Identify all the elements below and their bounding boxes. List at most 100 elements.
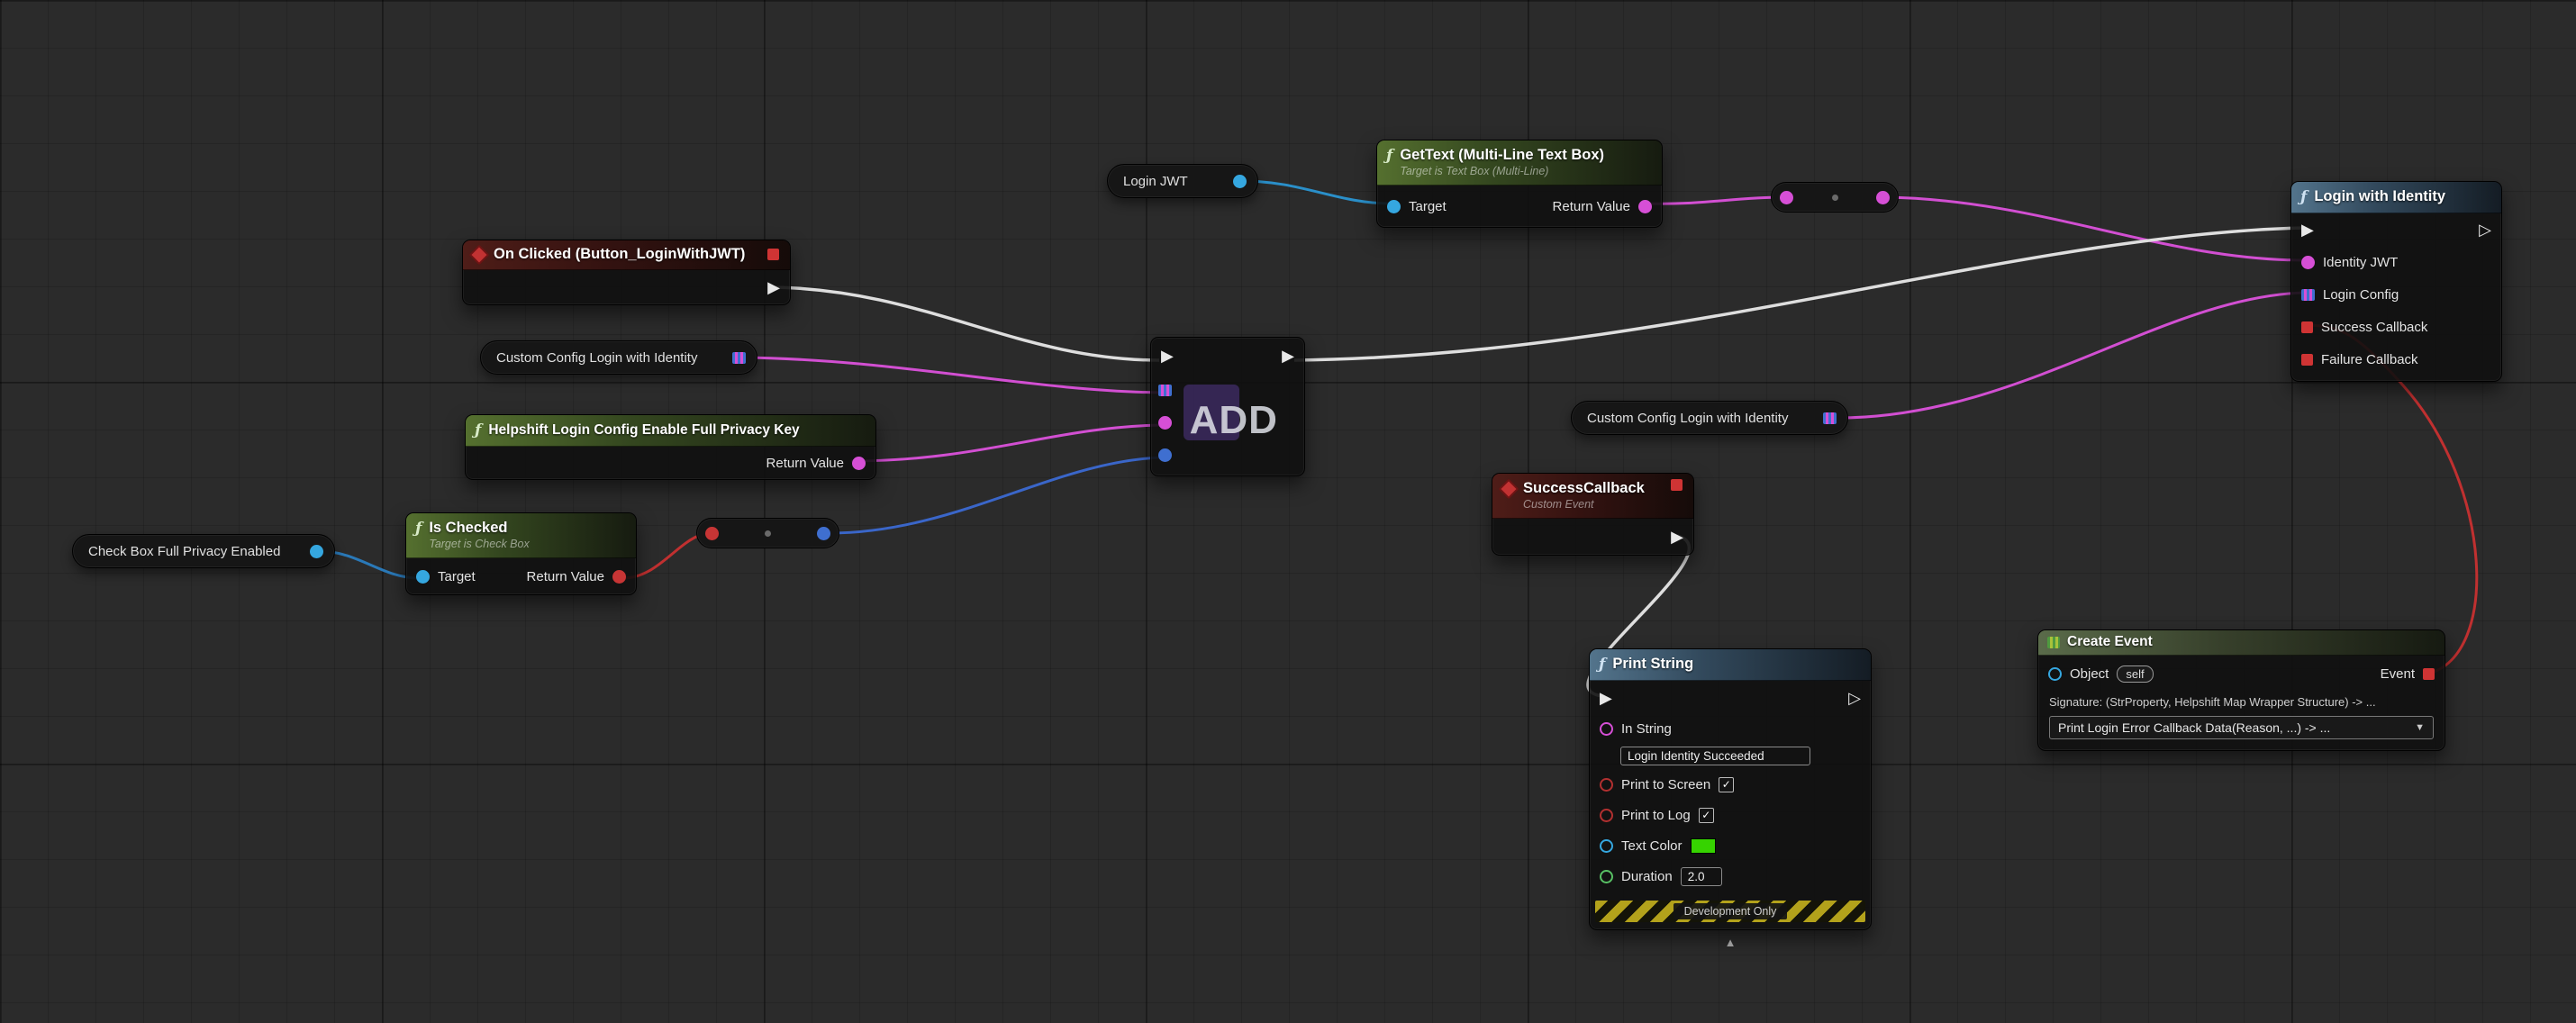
failure-callback-pin[interactable] bbox=[2301, 353, 2313, 366]
add-node-tile bbox=[1184, 385, 1239, 440]
output-pin-custom-config[interactable] bbox=[1823, 412, 1837, 424]
node-print-string[interactable]: ƒ Print String ▶ ▷ In String Print to Sc… bbox=[1589, 648, 1872, 949]
text-color-pin[interactable] bbox=[1600, 838, 1613, 853]
variable-label: Custom Config Login with Identity bbox=[496, 349, 698, 366]
print-to-screen-checkbox[interactable]: ✓ bbox=[1719, 776, 1735, 792]
pin-label: Text Color bbox=[1621, 837, 1683, 854]
reroute-node-bool[interactable] bbox=[696, 518, 839, 548]
delegate-function-dropdown[interactable]: Print Login Error Callback Data(Reason, … bbox=[2049, 716, 2434, 739]
output-pin-custom-config[interactable] bbox=[732, 351, 746, 364]
node-success-callback[interactable]: SuccessCallback Custom Event ▶ bbox=[1492, 473, 1694, 557]
wire-gettext-to-reroute bbox=[1646, 195, 1784, 205]
in-string-pin[interactable] bbox=[1600, 721, 1613, 736]
variable-node-custom-config-2[interactable]: Custom Config Login with Identity bbox=[1571, 401, 1848, 435]
exec-out-pin[interactable]: ▶ bbox=[1282, 347, 1294, 365]
self-reference-chip[interactable]: self bbox=[2117, 665, 2154, 683]
signature-text: Signature: (StrProperty, Helpshift Map W… bbox=[2049, 695, 2376, 709]
delegate-pin[interactable] bbox=[1671, 479, 1683, 491]
wire-loginjwt-to-gettext bbox=[1242, 179, 1392, 205]
in-string-input[interactable] bbox=[1620, 746, 1810, 765]
target-pin[interactable] bbox=[416, 569, 430, 584]
duration-pin[interactable] bbox=[1600, 869, 1613, 883]
pin-label: Duration bbox=[1621, 868, 1673, 884]
event-output-pin[interactable] bbox=[2423, 667, 2435, 680]
node-add[interactable]: ADD ▶ ▶ bbox=[1150, 337, 1305, 476]
exec-out-pin[interactable]: ▷ bbox=[1848, 689, 1861, 707]
node-header[interactable]: SuccessCallback Custom Event bbox=[1492, 474, 1693, 520]
reroute-dot[interactable] bbox=[765, 530, 771, 537]
node-on-clicked[interactable]: On Clicked (Button_LoginWithJWT) ▶ bbox=[462, 240, 791, 305]
node-is-checked[interactable]: ƒ Is Checked Target is Check Box Target … bbox=[405, 512, 637, 596]
reroute-input-pin[interactable] bbox=[705, 526, 719, 540]
print-to-screen-pin[interactable] bbox=[1600, 777, 1613, 792]
reroute-output-pin[interactable] bbox=[1876, 190, 1890, 204]
pin-label: Object bbox=[2070, 665, 2109, 682]
variable-label: Login JWT bbox=[1123, 173, 1188, 189]
pin-label: Identity JWT bbox=[2323, 254, 2399, 270]
wire-helpshift-to-add bbox=[850, 423, 1163, 463]
reroute-output-pin[interactable] bbox=[817, 526, 830, 540]
target-pin[interactable] bbox=[1387, 199, 1401, 213]
reroute-dot[interactable] bbox=[1831, 194, 1838, 201]
add-watermark: ADD bbox=[1189, 397, 1278, 442]
return-value-pin[interactable] bbox=[1638, 199, 1652, 213]
node-title: Create Event bbox=[2067, 634, 2153, 649]
node-helpshift-full-privacy-key[interactable]: ƒ Helpshift Login Config Enable Full Pri… bbox=[465, 414, 876, 480]
node-header[interactable]: ƒ Helpshift Login Config Enable Full Pri… bbox=[466, 415, 875, 447]
variable-node-check-box-full-privacy[interactable]: Check Box Full Privacy Enabled bbox=[72, 534, 335, 568]
variable-node-login-jwt[interactable]: Login JWT bbox=[1107, 164, 1258, 198]
node-header[interactable]: ƒ Print String bbox=[1590, 649, 1871, 681]
pin-label: Return Value bbox=[526, 568, 604, 584]
object-pin[interactable] bbox=[2048, 666, 2062, 681]
node-header[interactable]: ƒ GetText (Multi-Line Text Box) Target i… bbox=[1377, 140, 1662, 186]
text-input-pin[interactable] bbox=[1158, 415, 1172, 430]
return-value-pin[interactable] bbox=[852, 456, 866, 470]
print-to-log-pin[interactable] bbox=[1600, 808, 1613, 822]
exec-out-pin[interactable]: ▶ bbox=[1671, 528, 1683, 547]
node-header[interactable]: Create Event bbox=[2038, 630, 2444, 656]
exec-in-pin[interactable]: ▶ bbox=[1161, 347, 1174, 365]
wire-reroute-to-add bbox=[826, 456, 1163, 535]
login-config-pin[interactable] bbox=[2301, 288, 2315, 301]
duration-input[interactable] bbox=[1680, 866, 1722, 886]
bool-input-pin[interactable] bbox=[1158, 448, 1172, 462]
delegate-pin[interactable] bbox=[767, 249, 779, 260]
output-pin-login-jwt[interactable] bbox=[1233, 174, 1247, 188]
exec-out-pin[interactable]: ▷ bbox=[2479, 221, 2491, 239]
node-header[interactable]: ƒ Login with Identity bbox=[2291, 182, 2501, 213]
identity-jwt-pin[interactable] bbox=[2301, 255, 2315, 269]
exec-out-pin[interactable]: ▶ bbox=[767, 278, 780, 296]
struct-input-pin[interactable] bbox=[1158, 384, 1172, 396]
text-color-swatch[interactable] bbox=[1690, 837, 1716, 854]
chevron-down-icon: ▼ bbox=[2415, 722, 2425, 733]
reroute-input-pin[interactable] bbox=[1780, 190, 1793, 204]
node-create-event[interactable]: Create Event Object self Event Signature… bbox=[2037, 629, 2445, 751]
pin-label: Print to Log bbox=[1621, 807, 1691, 823]
variable-node-custom-config-1[interactable]: Custom Config Login with Identity bbox=[480, 340, 757, 375]
pin-label: In String bbox=[1621, 720, 1672, 737]
pin-label: Target bbox=[438, 568, 476, 584]
node-header[interactable]: On Clicked (Button_LoginWithJWT) bbox=[463, 240, 790, 270]
reroute-node-text[interactable] bbox=[1771, 182, 1899, 213]
exec-in-pin[interactable]: ▶ bbox=[2301, 221, 2314, 239]
output-pin-check-box[interactable] bbox=[310, 544, 323, 558]
variable-label: Check Box Full Privacy Enabled bbox=[88, 543, 281, 559]
development-only-label: Development Only bbox=[1673, 903, 1788, 919]
node-header[interactable]: ƒ Is Checked Target is Check Box bbox=[406, 513, 636, 559]
exec-in-pin[interactable]: ▶ bbox=[1600, 689, 1612, 707]
pin-label: Success Callback bbox=[2321, 319, 2428, 335]
success-callback-pin[interactable] bbox=[2301, 321, 2313, 333]
node-login-with-identity[interactable]: ƒ Login with Identity ▶ ▷ Identity JWT L… bbox=[2290, 181, 2502, 382]
wire-reroute-to-identityjwt bbox=[1885, 195, 2306, 262]
pin-label: Failure Callback bbox=[2321, 351, 2418, 367]
node-title: Login with Identity bbox=[2314, 188, 2446, 204]
print-to-log-checkbox[interactable]: ✓ bbox=[1698, 807, 1714, 823]
node-gettext[interactable]: ƒ GetText (Multi-Line Text Box) Target i… bbox=[1376, 140, 1663, 229]
function-icon: ƒ bbox=[2300, 188, 2308, 206]
collapse-arrow-icon[interactable]: ▲ bbox=[1724, 936, 1737, 949]
wire-exec-add-to-login bbox=[1293, 226, 2305, 362]
node-subtitle: Target is Check Box bbox=[429, 537, 530, 550]
return-value-pin[interactable] bbox=[612, 569, 626, 584]
event-icon bbox=[1498, 478, 1519, 500]
